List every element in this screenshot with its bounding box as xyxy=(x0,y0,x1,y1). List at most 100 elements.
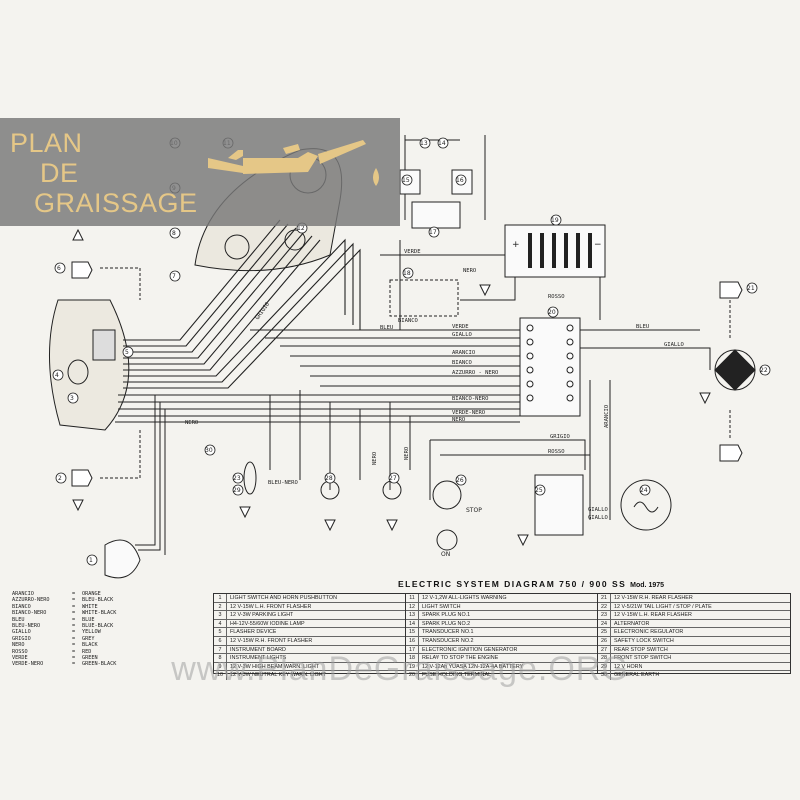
component-number: 10 xyxy=(214,671,227,680)
legend-italian: BLEU-NERO xyxy=(12,622,41,629)
legend-english: GREEN-BLACK xyxy=(82,661,117,668)
label-1: 1 xyxy=(89,557,93,564)
legend-italian: GRIGIO xyxy=(12,635,31,642)
component-description: LIGHT SWITCH AND HORN PUSHBUTTON xyxy=(230,595,338,601)
alternator xyxy=(620,479,672,531)
wire-label-nero: NERO xyxy=(452,417,465,423)
component-description: H4-12V-55/60W IODINE LAMP xyxy=(230,620,305,627)
legend-italian: VERDE-NERO xyxy=(12,661,44,668)
component-number: 23 xyxy=(598,611,611,619)
label-21: 21 xyxy=(747,285,755,292)
wire-label-bianco: BIANCO xyxy=(452,360,472,366)
label-14: 14 xyxy=(438,140,446,147)
legend-italian: ARANCIO xyxy=(12,591,34,597)
wire-label-bianco-nero: BIANCO-NERO xyxy=(452,396,488,402)
component-description: TRANSDUCER NO.2 xyxy=(422,637,474,644)
component-number: 29 xyxy=(598,662,611,671)
component-description: GENERAL EARTH xyxy=(614,672,660,679)
wire-label-nero-vert-1: NERO xyxy=(372,452,378,465)
component-description: TRANSDUCER NO.1 xyxy=(422,629,474,636)
component-description: SAFETY LOCK SWITCH xyxy=(614,637,674,644)
battery-plus: + xyxy=(512,240,520,250)
label-26: 26 xyxy=(456,477,464,484)
component-number: 1 xyxy=(214,594,227,602)
legend-separator: = xyxy=(72,603,76,610)
legend-row: VERDE=GREEN xyxy=(12,655,208,661)
component-description: 12 V-1,2W ALL-LIGHTS WARNING xyxy=(422,595,507,601)
component-number: 5 xyxy=(214,628,227,636)
legend-english: WHITE-BLACK xyxy=(82,610,117,617)
legend-italian: GIALLO xyxy=(12,629,31,636)
wire-label-giallo-alt-1: GIALLO xyxy=(588,507,608,513)
label-17: 17 xyxy=(429,229,437,236)
component-number: 9 xyxy=(214,662,227,671)
legend-separator: = xyxy=(72,616,76,623)
component-number: 14 xyxy=(406,619,419,628)
oil-can-icon xyxy=(208,140,379,186)
wire-label-nero-relay: NERO xyxy=(463,268,476,274)
label-29: 29 xyxy=(233,487,241,494)
legend-row: ARANCIO=ORANGE xyxy=(12,591,208,597)
wire-label-arancio: ARANCIO xyxy=(452,350,475,356)
wire-label-giallo-alt-2: GIALLO xyxy=(588,515,608,521)
component-description: 12 V-15W R.H. REAR FLASHER xyxy=(614,595,693,601)
headlamp-shell xyxy=(49,299,130,431)
component-description: 12 V-3W NEUTRAL KEY WARN. LIGHT xyxy=(230,672,326,679)
banner-line-1: PLAN xyxy=(10,128,83,158)
legend-italian: BLEU xyxy=(12,616,25,623)
legend-separator: = xyxy=(72,642,76,649)
main-harness xyxy=(115,219,520,423)
legend-italian: AZZURRO-NERO xyxy=(12,597,50,604)
ignition-generator xyxy=(411,201,461,229)
engine-stop-relay xyxy=(389,279,459,317)
legend-row: BIANCO=WHITE xyxy=(12,604,208,610)
label-15: 15 xyxy=(402,177,410,184)
legend-row: GRIGIO=GREY xyxy=(12,636,208,642)
legend-italian: ROSSO xyxy=(12,648,28,655)
legend-row: ROSSO=RED xyxy=(12,649,208,655)
diagram-title: ELECTRIC SYSTEM DIAGRAM 750 / 900 SS Mod… xyxy=(398,579,664,589)
legend-row: BLEU-NERO=BLUE-BLACK xyxy=(12,623,208,629)
banner-line-3: GRAISSAGE xyxy=(34,188,198,218)
component-description: INSTRUMENT BOARD xyxy=(230,646,286,653)
component-description: RELAY TO STOP THE ENGINE xyxy=(422,655,499,662)
legend-row: NERO=BLACK xyxy=(12,642,208,648)
legend-english: GREEN xyxy=(82,654,98,661)
wire-label-arancio-vert: ARANCIO xyxy=(604,405,610,428)
legend-row: BLEU=BLUE xyxy=(12,617,208,623)
label-30: 30 xyxy=(205,447,213,454)
legend-row: GIALLO=YELLOW xyxy=(12,629,208,635)
label-8: 8 xyxy=(172,230,176,237)
wire-label-azzurro-nero: AZZURRO - NERO xyxy=(452,370,498,376)
legend-separator: = xyxy=(72,648,76,655)
label-24: 24 xyxy=(640,487,648,494)
legend-separator: = xyxy=(72,597,76,604)
component-number: 13 xyxy=(406,611,419,619)
label-13: 13 xyxy=(420,140,428,147)
stop-label: STOP xyxy=(466,507,482,514)
component-description: SPARK PLUG NO.2 xyxy=(422,620,471,627)
wire-label-verde: VERDE xyxy=(452,324,469,330)
plan-de-graissage-banner: PLAN DE GRAISSAGE xyxy=(0,118,400,226)
wire-label-grigio-diag: GRIGIO xyxy=(255,301,271,321)
component-description: SPARK PLUG NO.1 xyxy=(422,612,471,619)
label-18: 18 xyxy=(403,270,411,277)
legend-english: ORANGE xyxy=(82,591,101,597)
legend-english: WHITE xyxy=(82,603,98,610)
watermark: www.PlanDeGraissage.ORG xyxy=(171,650,629,688)
component-number: 6 xyxy=(214,636,227,645)
component-number: 11 xyxy=(406,594,419,602)
